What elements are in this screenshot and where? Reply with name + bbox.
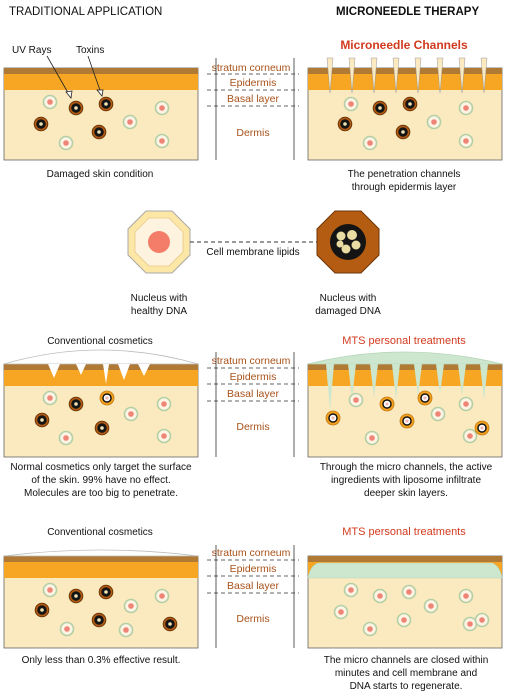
label-conventional-cosmetics-2: Conventional cosmetics [47,527,153,538]
label-epidermis: Epidermis [230,77,277,89]
caption-effective: Only less than 0.3% effective result. [22,655,181,666]
header-traditional: TRADITIONAL APPLICATION [9,6,162,18]
uv-arrow [46,55,72,99]
label-uv-rays: UV Rays [12,45,51,56]
caption-damaged-skin: Damaged skin condition [47,169,154,180]
caption-penetration-1: The penetration channels [348,169,461,180]
nucleus-healthy [127,210,191,274]
label-dermis-3: Dermis [236,613,269,625]
label-stratum-corneum: stratum corneum [212,62,291,74]
caption-normal-1: Normal cosmetics only target the surface [10,462,192,473]
label-dermis-2: Dermis [236,421,269,433]
skin-block-conventional [3,349,199,458]
label-basal-layer-3: Basal layer [227,580,279,592]
caption-micro-1: Through the micro channels, the active [320,462,493,473]
nucleus-damaged [316,210,380,274]
caption-micro-2: ingredients with liposome infiltrate [331,475,482,486]
header-microneedle: MICRONEEDLE THERAPY [336,6,479,18]
skin-block-mts [307,351,503,458]
label-microneedle-channels: Microneedle Channels [340,38,468,52]
label-epidermis-3: Epidermis [230,563,277,575]
label-mts-treatments-2: MTS personal treatments [342,526,466,538]
label-dermis: Dermis [236,127,269,139]
layer-legend-2: stratum corneum Epidermis Basal layer De… [207,352,299,457]
caption-closed-2: minutes and cell membrane and [335,668,477,679]
caption-normal-3: Molecules are too big to penetrate. [24,488,178,499]
toxin-arrow [87,55,103,97]
caption-closed-1: The micro channels are closed within [324,655,489,666]
caption-nucleus-healthy-1: Nucleus with [131,293,188,304]
label-stratum-corneum-2: stratum corneum [212,355,291,367]
label-cell-membrane-lipids: Cell membrane lipids [206,247,299,258]
label-toxins: Toxins [76,45,104,56]
layer-legend-1: stratum corneum Epidermis Basal layer De… [207,58,299,160]
skin-block-microneedle [307,57,503,161]
label-epidermis-2: Epidermis [230,371,277,383]
label-basal-layer-2: Basal layer [227,388,279,400]
caption-closed-3: DNA starts to regenerate. [350,681,463,692]
caption-nucleus-damaged-2: damaged DNA [315,306,381,317]
skin-block-regenerating [307,555,503,649]
caption-normal-2: of the skin. 99% have no effect. [31,475,170,486]
caption-penetration-2: through epidermis layer [352,182,457,193]
caption-nucleus-damaged-1: Nucleus with [320,293,377,304]
caption-nucleus-healthy-2: healthy DNA [131,306,187,317]
label-basal-layer: Basal layer [227,93,279,105]
caption-micro-3: deeper skin layers. [364,488,448,499]
layer-legend-3: stratum corneum Epidermis Basal layer De… [207,545,299,648]
label-stratum-corneum-3: stratum corneum [212,547,291,559]
skin-block-conventional-result [3,549,199,649]
label-mts-treatments-1: MTS personal treatments [342,335,466,347]
skin-block-damaged [3,67,199,161]
label-conventional-cosmetics-1: Conventional cosmetics [47,336,153,347]
